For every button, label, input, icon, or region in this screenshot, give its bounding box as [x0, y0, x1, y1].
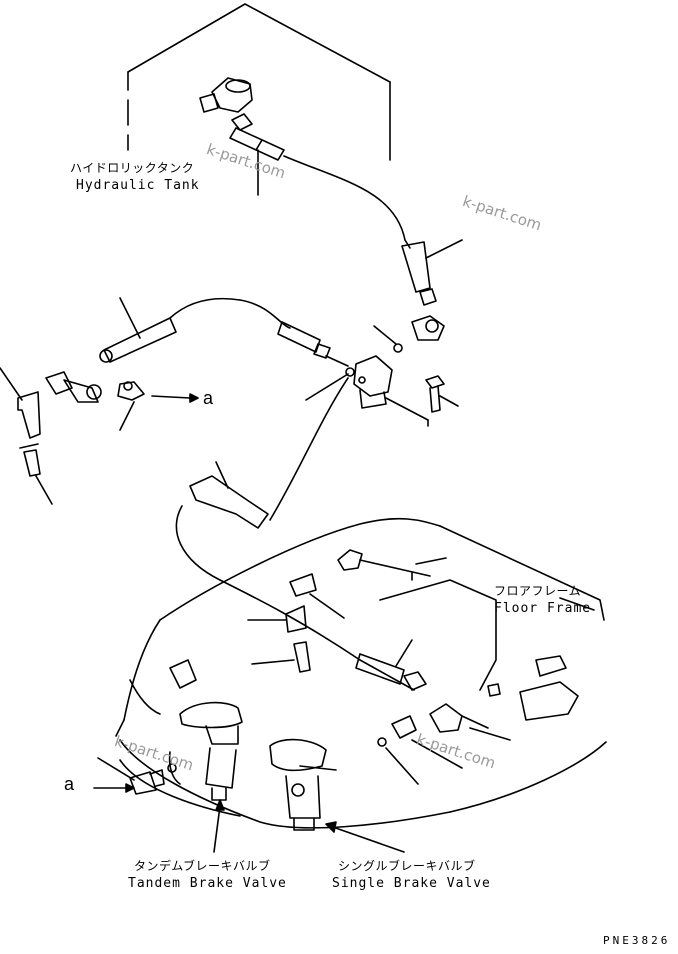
tank-outlet-elbow [199, 77, 285, 161]
reference-a-upper: a [203, 388, 214, 408]
frame-edge-lower [119, 739, 607, 829]
elbow-fitting [373, 315, 445, 353]
reference-a-lower: a [64, 774, 75, 794]
block-bolt [425, 375, 459, 413]
clamps [247, 549, 431, 673]
hydraulic-tank [127, 3, 391, 196]
left-elbow-assembly [0, 367, 145, 505]
brake-line-upper [99, 297, 349, 367]
valve-callouts [213, 765, 405, 853]
brake-line-down [175, 377, 361, 661]
hydraulic-tank-label-jp: ハイドロリックタンク [70, 161, 195, 175]
single-valve-elbow [377, 703, 511, 785]
distribution-block [305, 355, 429, 427]
single-brake-valve-label-en: Single Brake Valve [332, 876, 491, 891]
hydraulic-tank-label-en: Hydraulic Tank [76, 178, 200, 193]
reference-arrow-upper [151, 393, 199, 403]
lower-port-fitting [93, 757, 165, 795]
floor-frame-label-en: Floor Frame [494, 601, 592, 616]
drawing-code: PNE3826 [603, 934, 671, 947]
tandem-brake-valve-label-en: Tandem Brake Valve [128, 876, 287, 891]
tandem-brake-valve [167, 701, 243, 801]
brake-line-lower [355, 639, 427, 691]
single-brake-valve [269, 738, 327, 831]
floor-frame-label-jp: フロアフレーム [494, 584, 582, 598]
tandem-brake-valve-label-jp: タンデムブレーキバルブ [134, 859, 271, 873]
single-brake-valve-label-jp: シングルブレーキバルブ [338, 859, 476, 873]
floor-frame [115, 517, 605, 737]
suction-hose [283, 155, 463, 306]
